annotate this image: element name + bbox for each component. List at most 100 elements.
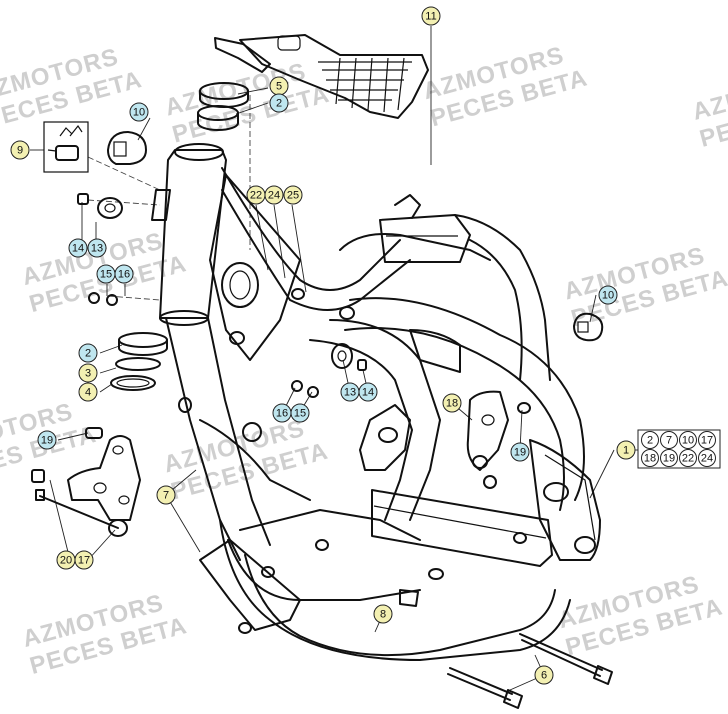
callout-number: 14 <box>362 387 374 399</box>
callout-7: 7 <box>156 485 176 505</box>
callout-number: 15 <box>100 269 112 281</box>
callout-19: 19 <box>510 442 530 462</box>
callout-circle <box>510 442 530 462</box>
callout-2: 2 <box>78 343 98 363</box>
lock-kit-box <box>43 121 89 173</box>
callout-11: 11 <box>421 6 441 26</box>
callout-number: 5 <box>276 81 282 93</box>
kit-item-number: 2 <box>647 435 653 447</box>
kit-item-number: 19 <box>663 453 675 465</box>
bolts-bushing-upper-left <box>77 193 123 306</box>
kit-item-circle <box>679 431 697 449</box>
callout-number: 9 <box>17 145 23 157</box>
callout-number: 3 <box>85 368 91 380</box>
kit-item-circle <box>660 449 678 467</box>
callout-number: 25 <box>287 190 299 202</box>
callout-24: 24 <box>264 185 284 205</box>
kit-item-circle <box>679 449 697 467</box>
kit-item-number: 7 <box>666 435 672 447</box>
callout-circle <box>373 604 393 624</box>
engine-bracket-right <box>466 390 531 489</box>
kit-item-circle <box>641 431 659 449</box>
callout-14: 14 <box>358 382 378 402</box>
watermark-text: AZMOTORS <box>690 62 728 126</box>
callout-number: 11 <box>425 11 436 23</box>
kit-item-circle <box>660 431 678 449</box>
callout-16: 16 <box>272 403 292 423</box>
kit-item-number: 24 <box>701 453 713 465</box>
kit-item-number: 17 <box>701 435 713 447</box>
callout-10: 10 <box>129 102 149 122</box>
callout-circle <box>534 665 554 685</box>
callout-circle <box>78 343 98 363</box>
callout-number: 14 <box>72 243 84 255</box>
callout-20: 20 <box>56 550 76 570</box>
bushing-center <box>291 343 367 398</box>
callout-9: 9 <box>10 140 30 160</box>
callout-circle <box>156 485 176 505</box>
kit-item-number: 10 <box>682 435 694 447</box>
callout-number: 15 <box>294 408 306 420</box>
callout-5: 5 <box>269 76 289 96</box>
callout-circle <box>78 382 98 402</box>
callout-17: 17 <box>74 550 94 570</box>
callout-circle <box>68 238 88 258</box>
callout-14: 14 <box>68 238 88 258</box>
callout-number: 18 <box>446 398 458 410</box>
engine-bracket-left <box>31 427 141 537</box>
callout-18: 18 <box>442 393 462 413</box>
callout-number: 13 <box>91 243 103 255</box>
callout-circle <box>283 185 303 205</box>
callout-number: 16 <box>118 269 130 281</box>
footpeg-drawing <box>214 34 429 119</box>
callout-10: 10 <box>598 285 618 305</box>
kit-item-number: 22 <box>682 453 694 465</box>
callout-circle <box>264 185 284 205</box>
watermark-layer: AZMOTORS PECES BETA AZMOTORS PECES BETA … <box>0 42 728 680</box>
callout-25: 25 <box>283 185 303 205</box>
steering-bearing-top <box>197 82 249 131</box>
callout-circle <box>114 264 134 284</box>
callout-22: 22 <box>246 185 266 205</box>
callout-circle <box>10 140 30 160</box>
kit-item-circle <box>698 431 716 449</box>
callout-number: 2 <box>85 348 91 360</box>
callout-circle <box>358 382 378 402</box>
main-frame <box>151 143 601 661</box>
callout-number: 8 <box>380 609 386 621</box>
kit-item-circle <box>641 449 659 467</box>
callout-circle <box>290 403 310 423</box>
callout-2: 2 <box>269 93 289 113</box>
callout-number: 7 <box>163 490 169 502</box>
callout-1: 1 <box>616 440 636 460</box>
callout-number: 24 <box>268 190 280 202</box>
callout-number: 16 <box>276 408 288 420</box>
callout-3: 3 <box>78 363 98 383</box>
callout-circle <box>129 102 149 122</box>
callout-circle <box>74 550 94 570</box>
callout-number: 13 <box>344 387 356 399</box>
callout-number: 1 <box>623 445 629 457</box>
callout-circle <box>269 93 289 113</box>
callout-4: 4 <box>78 382 98 402</box>
callout-number: 20 <box>60 555 72 567</box>
callout-number: 4 <box>85 387 91 399</box>
callout-circle <box>442 393 462 413</box>
callout-13: 13 <box>87 238 107 258</box>
callout-number: 22 <box>250 190 262 202</box>
callout-number: 10 <box>133 107 145 119</box>
callout-6: 6 <box>534 665 554 685</box>
kit-item-number: 18 <box>644 453 656 465</box>
callout-15: 15 <box>290 403 310 423</box>
kit-contents-box: 2 7 10 17 18 19 22 24 <box>635 429 721 469</box>
callout-circle <box>87 238 107 258</box>
callout-number: 2 <box>276 98 282 110</box>
callout-circle <box>598 285 618 305</box>
callout-number: 19 <box>41 435 53 447</box>
kit-item-circle <box>698 449 716 467</box>
callout-15: 15 <box>96 264 116 284</box>
callout-number: 19 <box>514 447 526 459</box>
cable-clamp-top <box>107 131 147 165</box>
